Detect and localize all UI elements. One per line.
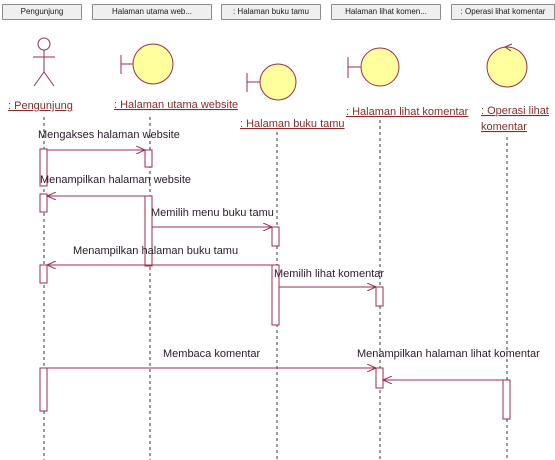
activation-bar	[375, 367, 384, 389]
tab-pengunjung[interactable]: Pengunjung	[2, 4, 82, 20]
lifeline-label-halaman-lihat-komentar: : Halaman lihat komentar	[346, 106, 469, 118]
control-icon	[486, 43, 528, 88]
message-label: Menampilkan halaman website	[40, 174, 191, 186]
tab-halaman-lihat-komentar[interactable]: Halaman lihat komen...	[331, 4, 441, 20]
lifeline-label-halaman-utama: : Halaman utama website	[114, 99, 238, 111]
lifeline-label-operasi-line2: komentar	[481, 121, 527, 133]
boundary-icon	[120, 43, 174, 85]
message-label: Menampilkan halaman lihat komentar	[357, 348, 540, 360]
tab-halaman-utama-website[interactable]: Halaman utama web...	[92, 4, 212, 20]
message-label: Mengakses halaman website	[38, 129, 180, 141]
message-label: Memilih lihat komentar	[274, 268, 384, 280]
actor-icon	[33, 37, 55, 87]
activation-bar	[375, 286, 384, 307]
activation-bar	[39, 367, 48, 412]
message-label: Membaca komentar	[163, 348, 261, 360]
lifeline-tab-bar: Pengunjung Halaman utama web... : Halama…	[0, 0, 555, 22]
boundary-icon	[246, 63, 297, 101]
activation-bar	[39, 264, 48, 284]
lifeline-label-operasi-line1: : Operasi lihat	[481, 105, 549, 117]
lifeline-label-halaman-buku-tamu: : Halaman buku tamu	[240, 118, 345, 130]
activation-bar	[271, 226, 280, 247]
activation-bar	[144, 195, 153, 267]
lifeline-label-pengunjung: : Pengunjung	[8, 100, 73, 112]
activation-bar	[39, 193, 48, 213]
boundary-icon	[347, 47, 400, 87]
message-label: Menampilkan halaman buku tamu	[73, 245, 238, 257]
tab-halaman-buku-tamu[interactable]: : Halaman buku tamu	[221, 4, 321, 20]
activation-bar	[39, 148, 48, 187]
message-label: Memilih menu buku tamu	[151, 207, 274, 219]
tab-operasi-lihat-komentar[interactable]: : Operasi lihat komentar	[451, 4, 555, 20]
activation-bar	[271, 264, 280, 326]
activation-bar	[502, 379, 511, 420]
activation-bar	[144, 149, 153, 168]
